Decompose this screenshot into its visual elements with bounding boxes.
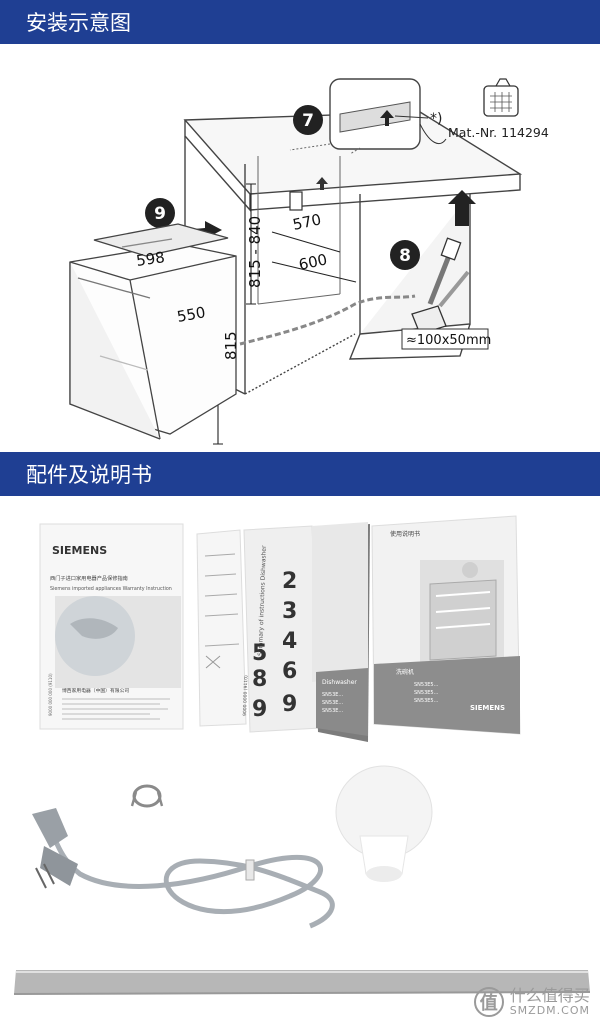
user-manual-1: Dishwasher SN53E... SN53E... SN53E...	[312, 522, 370, 742]
svg-text:SN53E...: SN53E...	[322, 708, 344, 714]
arrow-small-up-icon	[316, 177, 328, 190]
step-badge-9: 9	[145, 198, 175, 228]
salt-funnel	[335, 765, 433, 882]
svg-text:Dishwasher: Dishwasher	[322, 679, 357, 686]
svg-text:SN53E5...: SN53E5...	[414, 690, 439, 696]
watermark-logo-icon: 值	[473, 987, 504, 1017]
svg-text:博西家用电器（中国）有限公司: 博西家用电器（中国）有限公司	[62, 687, 129, 694]
accessories-title-text: 配件及说明书	[26, 463, 152, 487]
power-cord	[32, 808, 335, 929]
zoom-leader	[289, 143, 361, 155]
niche-wall	[257, 156, 341, 305]
dim-niche-height: 815 - 840	[246, 216, 264, 288]
svg-text:使用说明书: 使用说明书	[390, 530, 420, 538]
svg-text:SN53E5...: SN53E5...	[414, 682, 439, 688]
svg-text:4: 4	[282, 629, 297, 654]
svg-text:9000 000 000 (9110): 9000 000 000 (9110)	[48, 673, 53, 716]
hose-clamp	[130, 784, 164, 808]
svg-text:9: 9	[252, 697, 267, 722]
arrow-up-icon	[448, 190, 476, 226]
svg-text:9: 9	[154, 204, 166, 224]
svg-text:洗碗机: 洗碗机	[396, 668, 414, 676]
installation-title-text: 安装示意图	[26, 11, 131, 35]
part-package-icon	[483, 78, 519, 117]
svg-text:7: 7	[302, 111, 314, 131]
watermark: 值 什么值得买 SMZDM.COM	[473, 985, 590, 1017]
instruction-sheet-small	[196, 529, 247, 727]
svg-text:9: 9	[282, 692, 297, 717]
svg-text:2: 2	[282, 569, 297, 594]
svg-text:Siemens imported appliances Wa: Siemens imported appliances Warranty Ins…	[50, 586, 172, 592]
svg-text:SIEMENS: SIEMENS	[470, 704, 505, 712]
svg-text:8: 8	[399, 246, 411, 266]
water-connector	[411, 237, 470, 335]
hose-floor	[239, 294, 416, 346]
dim-niche-depth: 570	[291, 210, 323, 234]
dim-appliance-height: 815	[222, 331, 240, 360]
svg-text:Summary of instructions Dishwa: Summary of instructions Dishwasher	[257, 545, 268, 656]
dim-niche-width: 600	[297, 250, 329, 274]
svg-text:6: 6	[282, 659, 297, 684]
step-badge-8: 8	[390, 240, 420, 270]
opening-label-box	[401, 328, 489, 350]
dim-appliance-width: 598	[135, 248, 166, 270]
instruction-summary-booklet: Summary of instructions Dishwasher 9000 …	[242, 525, 321, 733]
warranty-booklet: SIEMENS 西门子进口家用电器产品保修指南 Siemens imported…	[39, 523, 184, 730]
accessories-photo: SIEMENS 西门子进口家用电器产品保修指南 Siemens imported…	[13, 515, 591, 995]
svg-text:SIEMENS: SIEMENS	[52, 544, 107, 557]
installation-diagram: *) Mat.-Nr. 114294 7 8 9 815 - 840 570 6…	[69, 78, 549, 445]
mounting-bracket	[289, 191, 303, 211]
part-number-label: Mat.-Nr. 114294	[448, 125, 549, 140]
section-title-accessories: 配件及说明书	[0, 452, 600, 496]
step-badge-7: 7	[293, 105, 323, 135]
svg-text:SN53E...: SN53E...	[322, 692, 344, 698]
svg-text:9000 0000 (9110): 9000 0000 (9110)	[242, 675, 249, 716]
part-note-curve	[419, 123, 447, 144]
part-note-mark: *)	[430, 111, 442, 127]
svg-text:SN53E...: SN53E...	[322, 700, 344, 706]
svg-text:8: 8	[252, 667, 267, 692]
detail-zoom	[329, 78, 429, 150]
dim-opening: ≈100x50mm	[406, 333, 491, 348]
svg-text:SN53E5...: SN53E5...	[414, 698, 439, 704]
dishwasher	[69, 223, 237, 440]
watermark-url: SMZDM.COM	[509, 1003, 590, 1017]
svg-text:西门子进口家用电器产品保修指南: 西门子进口家用电器产品保修指南	[50, 574, 128, 582]
svg-text:3: 3	[282, 599, 297, 624]
section-title-installation: 安装示意图	[0, 0, 600, 44]
user-manual-2: 使用说明书 洗碗机 SN53E5... SN53E5... SN53E5... …	[371, 515, 521, 735]
svg-text:5: 5	[252, 641, 267, 666]
watermark-text: 什么值得买	[509, 985, 590, 1005]
dim-appliance-depth: 550	[176, 303, 207, 326]
